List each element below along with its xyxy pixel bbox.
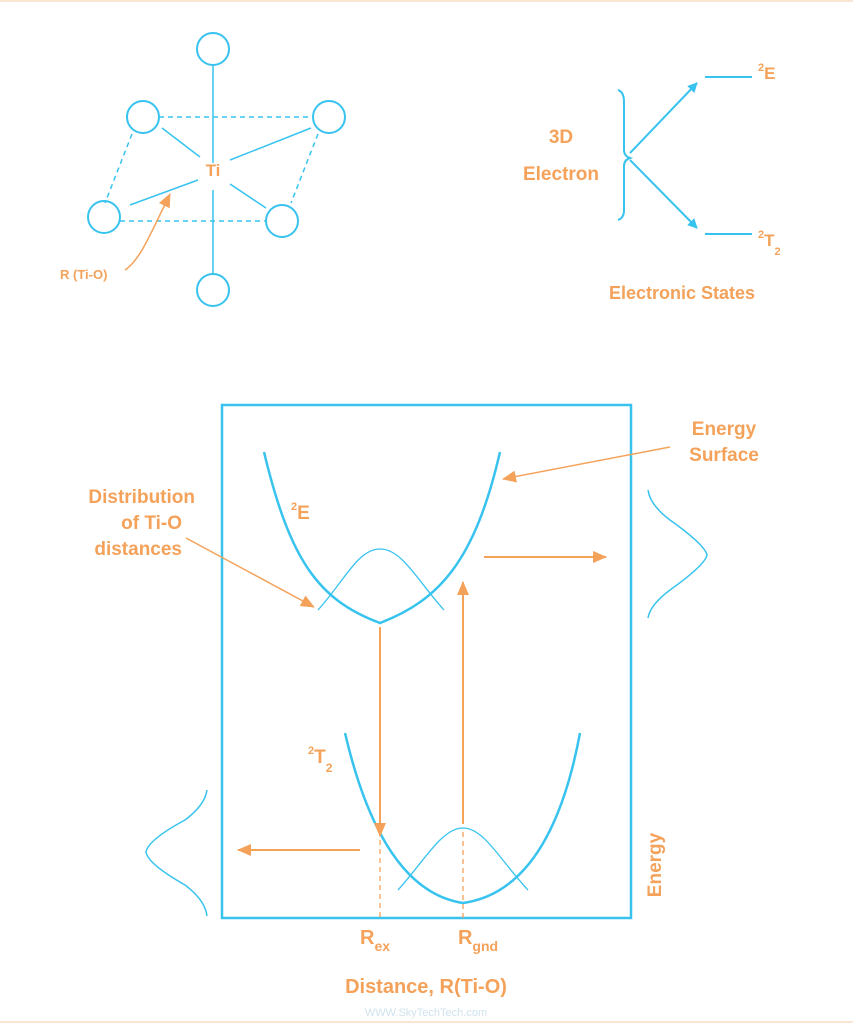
upper-potential-curve [262, 451, 502, 625]
lower-band-shape [145, 789, 208, 917]
oxygen-atom-back-left [126, 100, 160, 134]
oxygen-atom-bottom [196, 273, 230, 307]
energy-diagram: 2E 2T2 Energy Surface Distribution of Ti… [88, 403, 759, 998]
distribution-label-line2: of Ti-O [121, 513, 182, 534]
lower-split-arrow [629, 159, 698, 229]
upper-split-arrow [629, 82, 698, 154]
distribution-arrow [185, 537, 315, 608]
r-gnd-label: Rgnd [458, 927, 498, 954]
lower-potential-curve [343, 732, 582, 905]
bond-length-arrow [124, 193, 171, 271]
distance-axis-label: Distance, R(Ti-O) [345, 976, 507, 998]
electron-label-line1: 3D [549, 127, 573, 148]
upper-state-label: 2E [758, 62, 775, 83]
lower-distribution-curve [397, 827, 529, 891]
distribution-label-line3: distances [94, 539, 182, 560]
energy-surface-label-line1: Energy [692, 419, 757, 440]
ti-label: Ti [206, 161, 221, 180]
r-ex-label: Rex [360, 927, 390, 954]
energy-axis-label: Energy [645, 832, 666, 897]
oxygen-atom-front-left [87, 200, 121, 234]
electronic-states-diagram: 3D Electron 2E 2T2 Electronic States [523, 62, 781, 303]
diagram-box [220, 403, 633, 920]
octahedral-molecule: Ti R (Ti-O) [60, 32, 346, 307]
oxygen-atom-front-right [265, 204, 299, 238]
distribution-label-line1: Distribution [88, 487, 195, 508]
oxygen-atom-top [196, 32, 230, 66]
lower-curve-label: 2T2 [308, 745, 333, 775]
equatorial-plane [104, 116, 319, 222]
oxygen-atom-back-right [312, 100, 346, 134]
bond-length-label: R (Ti-O) [60, 267, 107, 282]
energy-surface-arrow [502, 446, 671, 483]
bonds [129, 66, 312, 274]
electron-label-line2: Electron [523, 164, 599, 185]
upper-distribution-curve [317, 548, 445, 611]
electronic-states-caption: Electronic States [609, 283, 755, 303]
energy-surface-label-line2: Surface [689, 445, 759, 466]
bracket [617, 89, 634, 221]
upper-curve-label: 2E [291, 501, 310, 524]
upper-band-shape [647, 489, 708, 619]
lower-state-label: 2T2 [758, 229, 781, 258]
oxygen-atoms [87, 32, 346, 307]
watermark: WWW.SkyTechTech.com [365, 1007, 487, 1019]
